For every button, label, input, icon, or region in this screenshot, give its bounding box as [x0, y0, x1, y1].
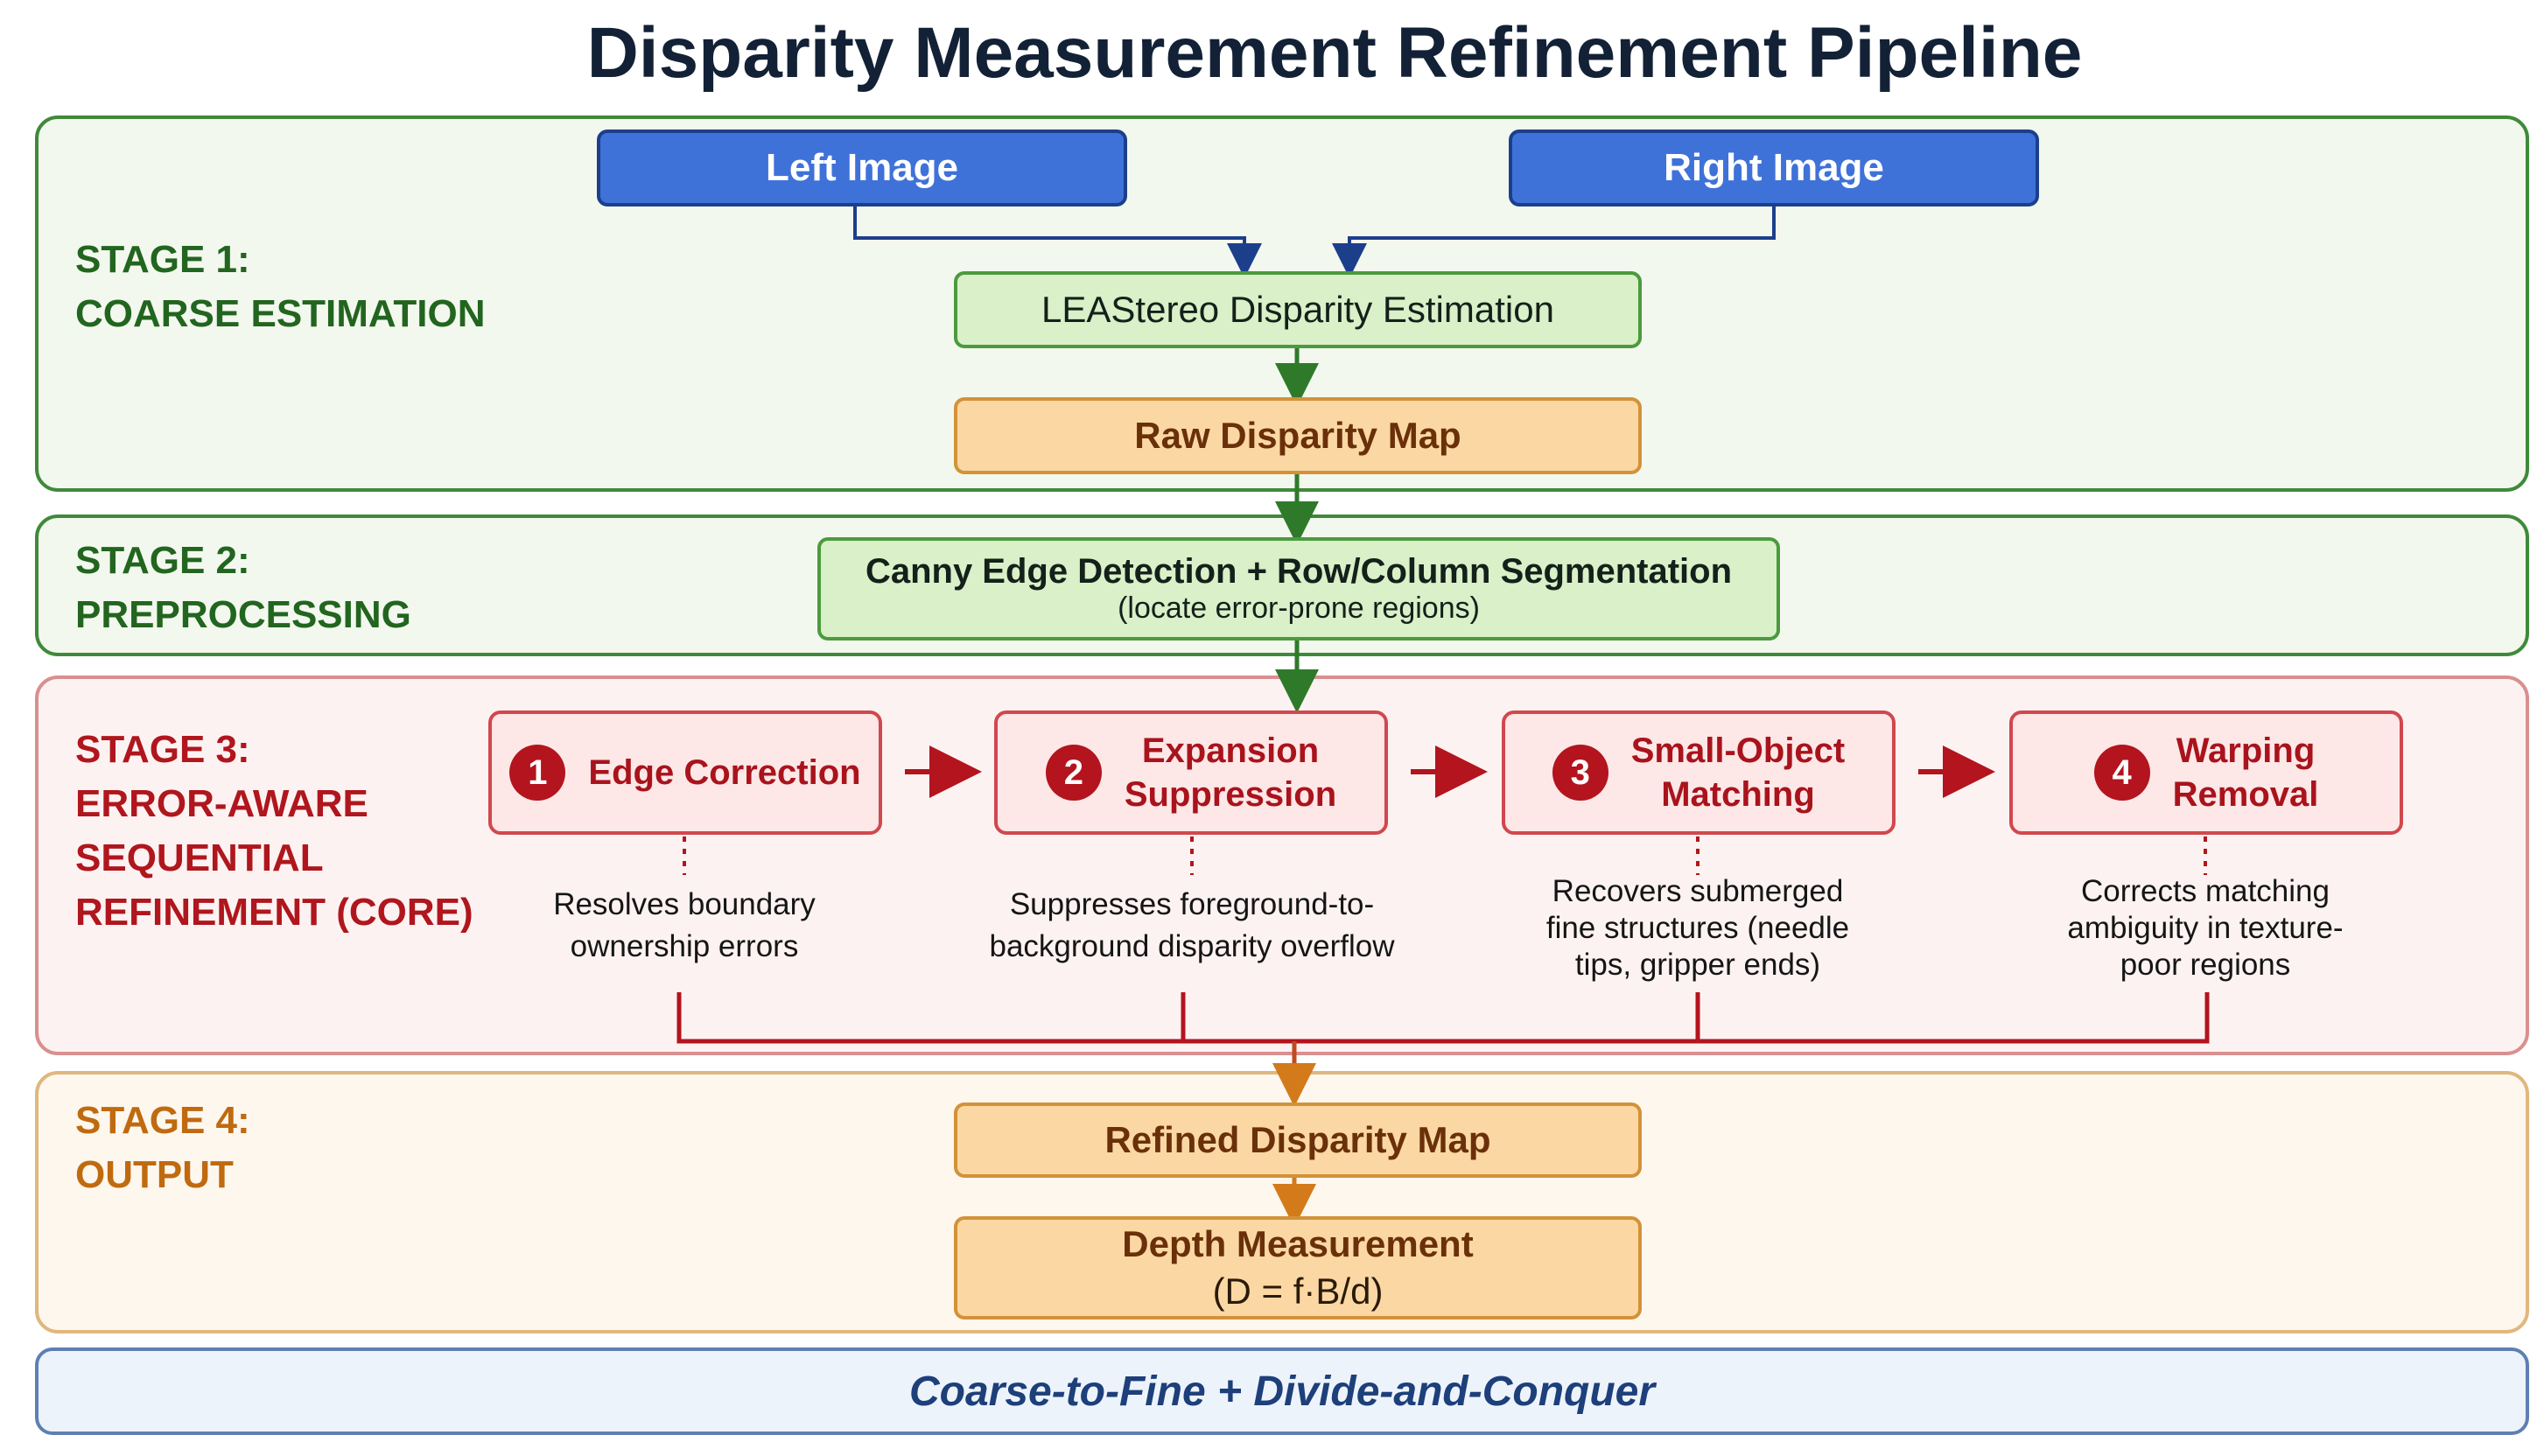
step-3-description-line: fine structures (needle [1545, 911, 1850, 945]
right-image-label: Right Image [1664, 146, 1884, 189]
step-2-description-line: Suppresses foreground-to- [1009, 887, 1375, 921]
stage-4-label: STAGE 4: OUTPUT [75, 1094, 250, 1202]
stage-1-label-line: COARSE ESTIMATION [75, 292, 486, 335]
step-1-title: Edge Correction [588, 753, 860, 793]
left-image-box: Left Image [597, 130, 1127, 206]
left-image-label: Left Image [765, 146, 959, 189]
methodology-banner: Coarse-to-Fine + Divide-and-Conquer [35, 1348, 2529, 1435]
step-1-edge-correction: 1 Edge Correction [488, 710, 882, 835]
stage-3-label-line: SEQUENTIAL [75, 836, 324, 879]
step-2-description-line: background disparity overflow [989, 929, 1395, 963]
step-4-description: Corrects matching ambiguity in texture- … [2013, 873, 2398, 984]
step-3-description-line: tips, gripper ends) [1574, 948, 1821, 982]
stage-3-label-line: REFINEMENT (CORE) [75, 891, 473, 934]
step-3-title-line: Matching [1661, 775, 1815, 814]
step-3-number-badge: 3 [1552, 745, 1608, 801]
stage-4-label-line: OUTPUT [75, 1153, 234, 1196]
step-4-title: Warping Removal [2173, 729, 2319, 816]
step-4-title-line: Removal [2172, 775, 2319, 814]
step-3-small-object-matching: 3 Small-Object Matching [1502, 710, 1896, 835]
refined-disparity-map-label: Refined Disparity Map [1104, 1119, 1491, 1160]
stage-3-label-line: ERROR-AWARE [75, 782, 368, 825]
step-2-expansion-suppression: 2 Expansion Suppression [994, 710, 1388, 835]
stage-3-label: STAGE 3: ERROR-AWARE SEQUENTIAL REFINEME… [75, 723, 473, 940]
depth-measurement-label: Depth Measurement [1122, 1223, 1474, 1264]
step-4-description-line: ambiguity in texture- [2067, 911, 2344, 945]
leastereo-label: LEAStereo Disparity Estimation [1041, 289, 1554, 330]
right-to-leastereo-arrow [1332, 206, 1776, 278]
stage-2-label: STAGE 2: PREPROCESSING [75, 534, 411, 642]
stage-1-label-line: STAGE 1: [75, 238, 250, 281]
step-1-description-line: Resolves boundary [553, 887, 816, 921]
step-1-description: Resolves boundary ownership errors [509, 884, 859, 968]
step-3-description: Recovers submerged fine structures (need… [1505, 873, 1890, 984]
leastereo-box: LEAStereo Disparity Estimation [954, 271, 1642, 348]
stage-3-label-line: STAGE 3: [75, 728, 250, 771]
canny-segmentation-sublabel: (locate error-prone regions) [1118, 592, 1480, 625]
raw-disparity-map-label: Raw Disparity Map [1134, 415, 1461, 456]
step-1-description-line: ownership errors [570, 929, 799, 963]
step-3-title-line: Small-Object [1630, 732, 1846, 770]
merge-bracket [676, 992, 2210, 1044]
methodology-banner-text: Coarse-to-Fine + Divide-and-Conquer [908, 1368, 1656, 1415]
step-1-number-badge: 1 [509, 745, 566, 801]
step-3-title: Small-Object Matching [1631, 729, 1846, 816]
depth-measurement-formula: (D = f·B/d) [1212, 1270, 1384, 1312]
step-4-warping-removal: 4 Warping Removal [2009, 710, 2403, 835]
step-2-title: Expansion Suppression [1125, 729, 1336, 816]
step-1-title-line: Edge Correction [588, 752, 861, 792]
left-to-leastereo-arrow [853, 206, 1262, 278]
step-2-description: Suppresses foreground-to- background dis… [968, 884, 1416, 968]
stage-2-label-line: PREPROCESSING [75, 593, 411, 636]
stage-1-label: STAGE 1: COARSE ESTIMATION [75, 233, 486, 341]
step-2-title-line: Expansion [1141, 732, 1320, 770]
step-2-title-line: Suppression [1124, 775, 1337, 814]
step-2-number-badge: 2 [1045, 745, 1102, 801]
depth-measurement-box: Depth Measurement (D = f·B/d) [954, 1216, 1642, 1320]
diagram-title: Disparity Measurement Refinement Pipelin… [586, 13, 2083, 93]
canny-segmentation-box: Canny Edge Detection + Row/Column Segmen… [817, 537, 1780, 640]
step-4-title-line: Warping [2176, 732, 2316, 770]
step-4-number-badge: 4 [2093, 745, 2150, 801]
step-4-description-line: Corrects matching [2081, 874, 2330, 908]
canny-segmentation-label: Canny Edge Detection + Row/Column Segmen… [865, 552, 1733, 591]
raw-disparity-map-box: Raw Disparity Map [954, 397, 1642, 474]
stage-4-label-line: STAGE 4: [75, 1099, 250, 1142]
refined-disparity-map-box: Refined Disparity Map [954, 1102, 1642, 1178]
stage-2-label-line: STAGE 2: [75, 539, 250, 582]
step-3-description-line: Recovers submerged [1552, 874, 1844, 908]
step-4-description-line: poor regions [2120, 948, 2291, 982]
right-image-box: Right Image [1509, 130, 2039, 206]
